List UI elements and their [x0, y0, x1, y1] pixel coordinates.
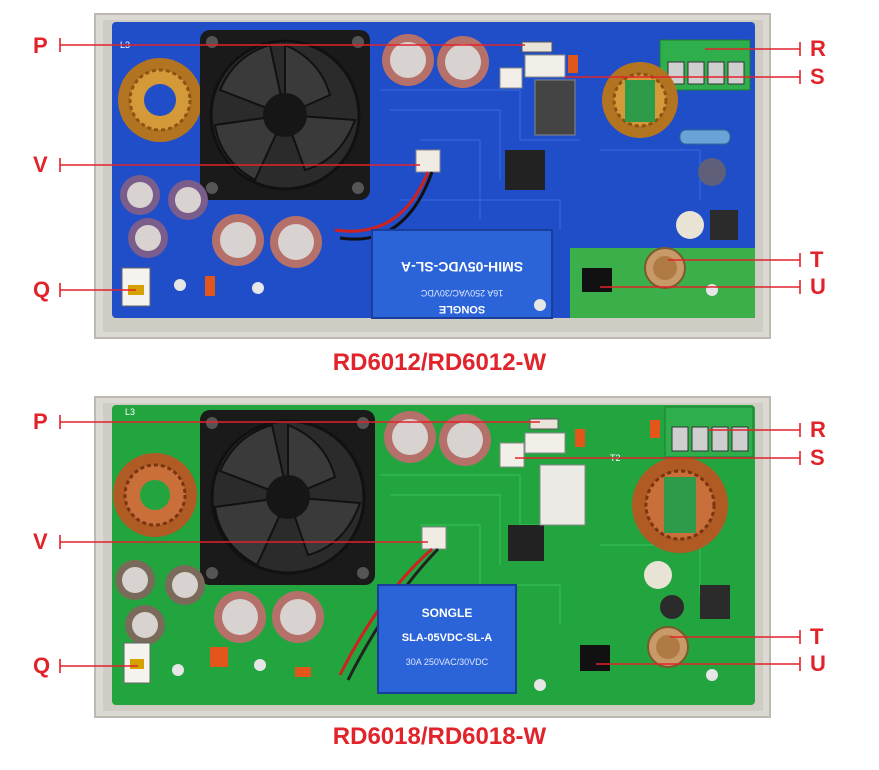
callout-t: T	[810, 624, 824, 649]
callout-p: P	[33, 409, 48, 434]
callout-r: R	[810, 36, 826, 61]
relay-model-label: SLA-05VDC-SL-A	[402, 632, 493, 644]
callout-u: U	[810, 274, 826, 299]
board-rd6012: L3 SMIH-05VDC-SL-A 16A 250VAC/30VDC SONG…	[0, 0, 879, 380]
board-caption-rd6018: RD6018/RD6018-W	[332, 723, 547, 750]
board-rd6018: L3 SONGLE SLA-05VDC-SL-A 30A 250VAC/30VD…	[0, 385, 879, 765]
callout-p: P	[33, 33, 48, 58]
relay-brand-label: SONGLE	[422, 606, 473, 620]
callout-v: V	[33, 529, 48, 554]
callout-q: Q	[33, 653, 51, 678]
callout-u: U	[810, 651, 826, 676]
callout-q: Q	[33, 277, 51, 302]
relay-rating-label: 16A 250VAC/30VDC	[420, 288, 503, 298]
relay-model-label: SMIH-05VDC-SL-A	[401, 259, 523, 275]
callout-r: R	[810, 417, 826, 442]
inductor-silk-label: L3	[125, 407, 135, 417]
board-rd6012-illustration: L3 SMIH-05VDC-SL-A 16A 250VAC/30VDC SONG…	[59, 13, 801, 339]
board-rd6018-illustration: L3 SONGLE SLA-05VDC-SL-A 30A 250VAC/30VD…	[59, 396, 801, 718]
callout-s: S	[810, 64, 825, 89]
callout-s: S	[810, 445, 825, 470]
board-caption-rd6012: RD6012/RD6012-W	[332, 349, 547, 376]
callout-t: T	[810, 247, 824, 272]
relay-brand-label: SONGLE	[439, 303, 485, 315]
relay-rating-label: 30A 250VAC/30VDC	[406, 657, 489, 667]
callout-v: V	[33, 152, 48, 177]
